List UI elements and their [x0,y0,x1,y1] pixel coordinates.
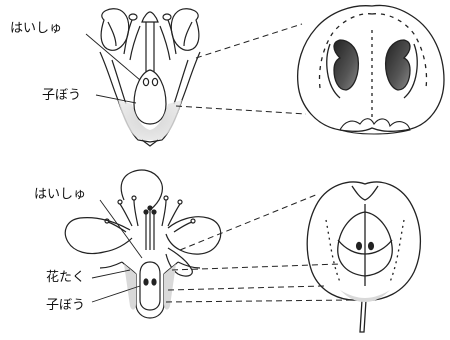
bottom-flower-section [65,170,220,318]
bottom-ovule-label: はいしゅ [34,188,86,201]
bottom-left-petal [65,218,132,254]
top-pistil-style [146,22,154,72]
apple-fruit-section [307,182,420,332]
bottom-pistil-style [146,210,154,250]
apple-seed-right [369,242,374,249]
bottom-dashed-connectors [166,194,352,302]
bottom-top-petal [121,170,162,210]
top-leaders [86,34,140,103]
top-flower-section [100,9,200,142]
top-dashed-connectors [176,24,306,114]
top-ovule-label: はいしゅ [10,22,62,35]
top-ovule-2 [152,78,157,85]
top-stippled-base [118,100,182,140]
bottom-ovary [140,262,160,310]
top-ovary-label: 子ぼう [42,89,81,102]
bottom-ovule-2 [152,279,156,285]
bottom-receptacle-label: 花たく [46,271,85,284]
top-ovule-1 [143,78,148,85]
apple-seed-left [357,242,362,249]
top-right-petal [171,9,199,51]
bottom-ovary-label: 子ぼう [46,299,85,312]
apple-stem [360,300,366,332]
bottom-right-petal [166,217,221,254]
top-left-petal [101,9,129,51]
peach-seed-right [386,40,410,90]
peach-bottom-sepals [340,119,410,134]
bottom-ovule-1 [144,279,148,285]
peach-fruit-section [298,5,444,134]
peach-seed-left [334,40,358,90]
top-ovary [134,70,166,124]
top-receptacle-outline [100,52,200,142]
